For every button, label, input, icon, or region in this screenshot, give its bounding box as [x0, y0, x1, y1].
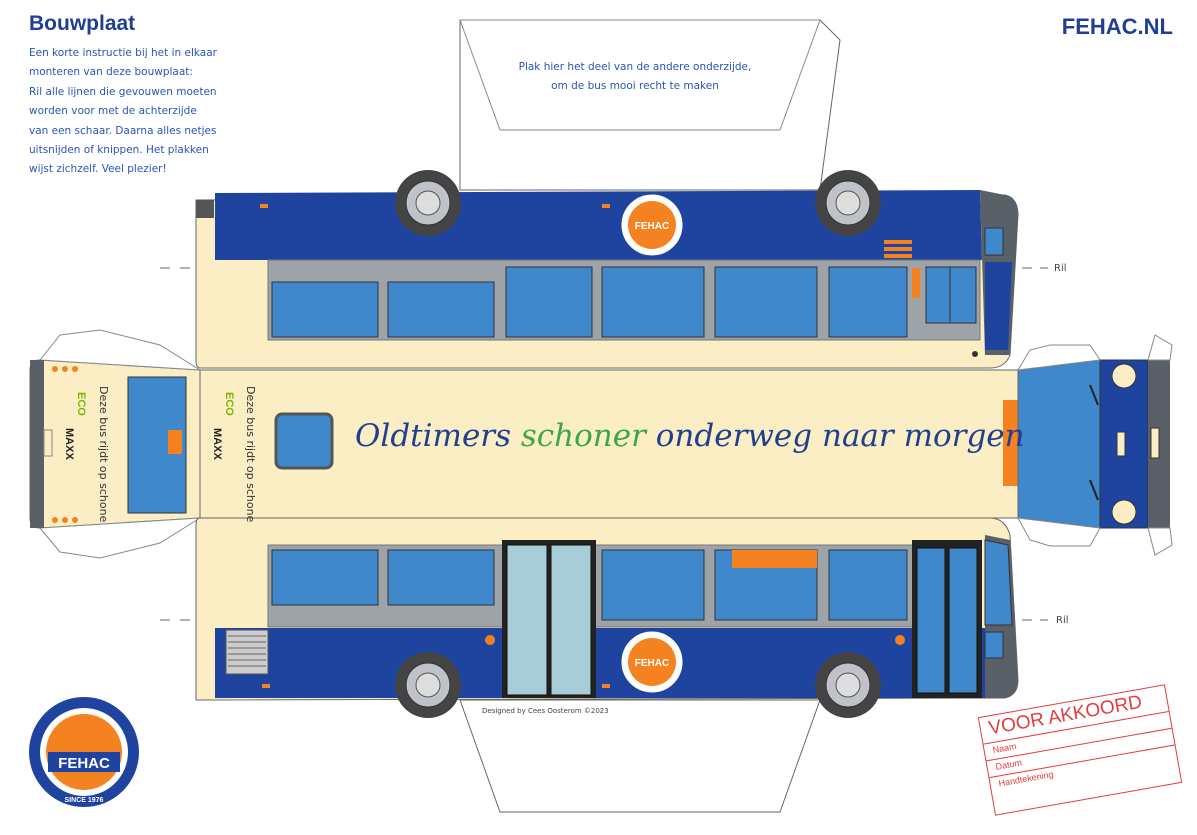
window	[828, 549, 908, 621]
rear-bottom-flap	[38, 517, 201, 559]
svg-text:FEHAC: FEHAC	[58, 755, 110, 772]
bus-roof: ECO MAXX	[199, 369, 1021, 519]
instruction-line: Een korte instructie bij het in elkaar	[29, 47, 217, 59]
top-flap-line: om de bus mooi recht te maken	[551, 80, 719, 92]
wheel	[815, 170, 881, 236]
top-glue-flap	[459, 19, 841, 191]
fehac-logo-large: FEHAC SINCE 1976	[29, 697, 139, 807]
svg-text:MAXX: MAXX	[63, 428, 75, 460]
rear-corner	[196, 200, 214, 218]
roof-slogan: Oldtimers schoner onderweg naar morgen	[355, 418, 1025, 470]
fold-markers	[160, 267, 1048, 621]
instruction-line: van een schaar. Daarna alles netjes	[29, 124, 217, 137]
engine-grille	[225, 629, 269, 675]
svg-text:ECO: ECO	[75, 392, 87, 416]
window	[505, 266, 593, 338]
top-flap-fold	[459, 19, 821, 131]
ril-label-lower: Ril	[1056, 615, 1069, 626]
window	[271, 281, 379, 338]
roof-panel	[199, 369, 1021, 519]
window	[714, 266, 818, 338]
windscreen	[1017, 359, 1101, 529]
designer-credit: Designed by Cees Oosterom ©2023	[482, 707, 609, 715]
slogan-part: Oldtimers	[355, 418, 521, 454]
window	[601, 549, 705, 621]
fehac-badge-side: FEHAC	[618, 628, 686, 696]
window	[271, 549, 379, 606]
roof-hatch	[274, 412, 334, 470]
window	[601, 266, 705, 338]
instruction-line: monteren van deze bouwplaat:	[29, 66, 193, 79]
bus-rear-end: ECO MAXX	[29, 329, 201, 559]
page-title: Bouwplaat	[29, 12, 136, 35]
eco-text-roof: Deze bus rijdt op schone	[244, 386, 257, 523]
front-bottom-flap	[1017, 517, 1101, 547]
instruction-line: wijst zichzelf. Veel plezier!	[29, 163, 167, 176]
brand-link[interactable]: FEHAC.NL	[1061, 14, 1173, 39]
svg-text:MAXX: MAXX	[211, 428, 223, 460]
slogan-highlight: schoner	[520, 418, 646, 454]
front-top-flap	[1017, 344, 1101, 371]
svg-text:ECO: ECO	[223, 392, 235, 416]
window	[387, 281, 495, 338]
window	[925, 266, 977, 324]
svg-text:SINCE 1976: SINCE 1976	[65, 797, 104, 804]
roof-orange-strip	[1003, 400, 1019, 486]
destination-sign	[732, 550, 817, 568]
instructions: Een korte instructie bij het in elkaar m…	[29, 44, 217, 180]
wheel	[395, 652, 461, 718]
fehac-badge-side: FEHAC	[618, 191, 686, 259]
top-flap-line: Plak hier het deel van de andere onderzi…	[518, 61, 752, 73]
ril-label-upper: Ril	[1054, 263, 1067, 274]
bus-front-end	[1017, 334, 1173, 556]
instruction-line: uitsnijden of knippen. Het plakken	[29, 144, 209, 157]
bus-side-upper: FEHAC	[195, 170, 1019, 369]
svg-text:FEHAC: FEHAC	[635, 658, 669, 669]
top-flap-instruction: Plak hier het deel van de andere onderzi…	[460, 58, 810, 96]
bus-side-lower: FEHAC	[195, 517, 1019, 718]
rear-top-flap	[39, 329, 201, 371]
wheel	[815, 652, 881, 718]
instruction-line: worden voor met de achterzijde	[29, 105, 197, 118]
slogan-part: onderweg naar morgen	[645, 418, 1025, 454]
window	[387, 549, 495, 606]
indicator	[912, 268, 920, 298]
eco-text-rear: Deze bus rijdt op schone	[97, 386, 110, 523]
wheel	[395, 170, 461, 236]
instruction-line: Ril alle lijnen die gevouwen moeten	[29, 85, 217, 98]
bottom-glue-flap	[459, 699, 821, 813]
window	[828, 266, 908, 338]
svg-text:FEHAC: FEHAC	[635, 221, 669, 232]
